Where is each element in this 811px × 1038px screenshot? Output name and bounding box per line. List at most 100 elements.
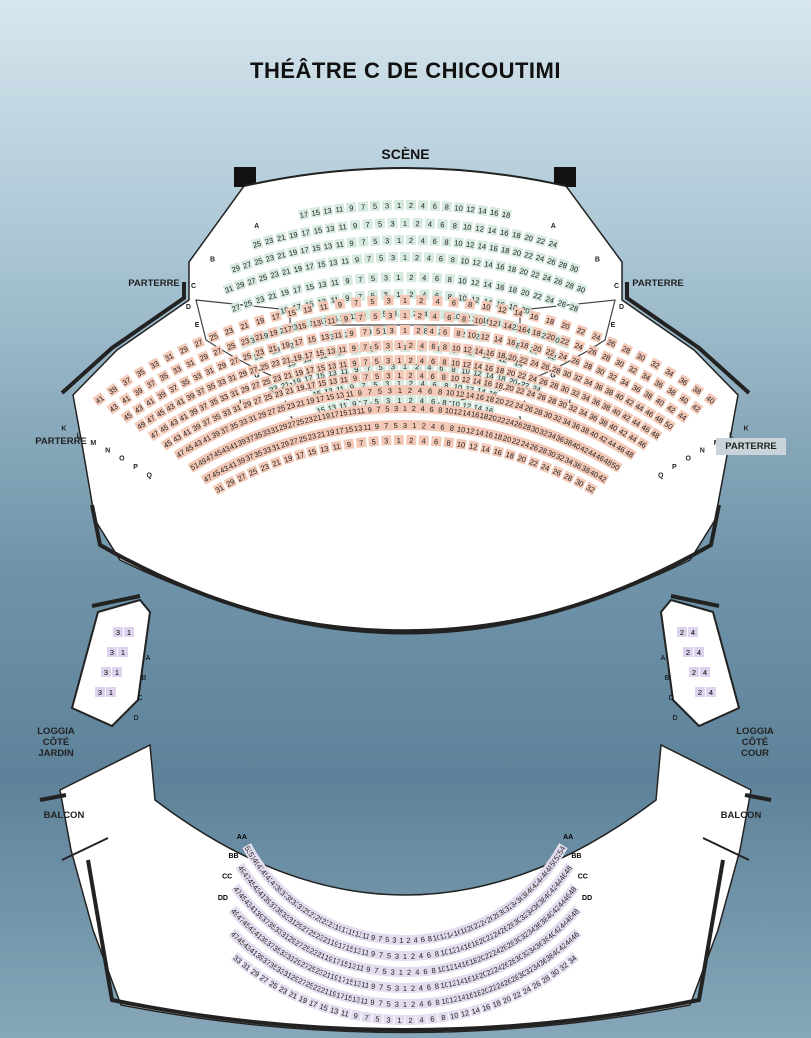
seat-parterre-back[interactable] [383, 295, 394, 306]
seat-parterre-front[interactable] [510, 228, 523, 241]
seat-parterre-front[interactable] [374, 218, 386, 229]
seat-parterre-front[interactable] [381, 235, 393, 246]
seat-parterre-front[interactable] [333, 203, 345, 215]
seat-parterre-front[interactable] [469, 276, 481, 288]
seat-parterre-back[interactable] [400, 295, 410, 305]
seat-parterre-back[interactable] [176, 342, 191, 357]
seat-parterre-back[interactable] [131, 401, 146, 416]
seat-parterre-front[interactable] [563, 278, 577, 292]
seat-parterre-front[interactable] [278, 286, 291, 299]
seat-parterre-back[interactable] [439, 326, 451, 338]
seat-parterre-front[interactable] [487, 241, 500, 254]
seat-parterre-back[interactable] [479, 330, 491, 343]
seat-parterre-back[interactable] [518, 338, 531, 351]
seat-parterre-back[interactable] [400, 310, 410, 320]
seat-parterre-front[interactable] [298, 243, 311, 256]
seat-parterre-back[interactable] [426, 325, 438, 337]
seat-parterre-front[interactable] [393, 234, 405, 246]
seat-parterre-back[interactable] [267, 326, 280, 339]
seat-parterre-back[interactable] [197, 350, 211, 364]
seat-parterre-front[interactable] [444, 273, 456, 285]
seat-parterre-front[interactable] [452, 237, 464, 249]
seat-parterre-front[interactable] [268, 268, 281, 281]
seat-parterre-front[interactable] [486, 224, 498, 236]
seat-parterre-back[interactable] [531, 342, 544, 355]
seat-parterre-back[interactable] [458, 312, 470, 325]
seat-parterre-front[interactable] [500, 208, 512, 221]
seat-parterre-back[interactable] [512, 306, 525, 319]
seat-parterre-back[interactable] [629, 381, 644, 396]
seat-parterre-front[interactable] [327, 256, 339, 268]
seat-parterre-front[interactable] [511, 246, 524, 259]
seat-parterre-back[interactable] [544, 330, 558, 343]
seat-parterre-back[interactable] [413, 325, 424, 336]
seat-parterre-back[interactable] [105, 382, 120, 397]
seat-parterre-back[interactable] [652, 376, 666, 391]
seat-parterre-front[interactable] [250, 237, 264, 250]
seat-parterre-front[interactable] [316, 278, 328, 290]
seat-parterre-front[interactable] [329, 276, 341, 288]
seat-parterre-front[interactable] [229, 261, 243, 275]
seat-parterre-front[interactable] [309, 206, 322, 218]
seat-parterre-back[interactable] [677, 392, 692, 407]
seat-parterre-front[interactable] [240, 258, 254, 271]
seat-parterre-front[interactable] [464, 238, 476, 250]
seat-parterre-back[interactable] [252, 330, 266, 343]
seat-parterre-front[interactable] [499, 243, 512, 256]
seat-parterre-back[interactable] [572, 339, 586, 353]
seat-parterre-back[interactable] [487, 316, 500, 329]
seat-parterre-back[interactable] [296, 319, 309, 332]
seat-parterre-front[interactable] [519, 286, 532, 299]
seat-parterre-front[interactable] [262, 234, 276, 247]
seat-parterre-front[interactable] [310, 241, 323, 254]
seat-parterre-back[interactable] [207, 330, 221, 344]
seat-parterre-front[interactable] [287, 228, 300, 241]
seat-parterre-front[interactable] [417, 235, 429, 246]
seat-parterre-front[interactable] [424, 218, 436, 229]
seat-parterre-front[interactable] [435, 252, 447, 264]
seat-parterre-front[interactable] [543, 292, 557, 306]
seat-parterre-back[interactable] [317, 300, 330, 313]
seat-parterre-front[interactable] [429, 235, 440, 247]
seat-parterre-back[interactable] [559, 319, 572, 332]
seat-parterre-front[interactable] [266, 289, 279, 302]
seat-parterre-front[interactable] [461, 221, 473, 233]
seat-parterre-back[interactable] [626, 362, 640, 377]
seat-parterre-back[interactable] [569, 354, 583, 368]
seat-parterre-front[interactable] [291, 283, 304, 296]
seat-parterre-back[interactable] [224, 339, 238, 353]
seat-parterre-back[interactable] [350, 296, 362, 308]
seat-parterre-back[interactable] [370, 310, 381, 322]
seat-parterre-front[interactable] [241, 296, 255, 310]
seat-parterre-back[interactable] [385, 310, 396, 321]
seat-parterre-front[interactable] [506, 283, 519, 296]
seat-parterre-back[interactable] [599, 350, 613, 364]
seat-parterre-back[interactable] [556, 349, 570, 363]
seat-parterre-back[interactable] [544, 345, 557, 359]
seat-parterre-back[interactable] [480, 300, 493, 313]
seat-parterre-back[interactable] [285, 306, 298, 319]
seat-parterre-back[interactable] [222, 324, 236, 338]
seat-parterre-back[interactable] [641, 387, 656, 402]
seat-parterre-front[interactable] [400, 342, 410, 352]
seat-parterre-back[interactable] [372, 325, 384, 337]
seat-parterre-back[interactable] [689, 400, 704, 415]
seat-parterre-front[interactable] [286, 246, 299, 259]
seat-parterre-back[interactable] [593, 364, 608, 378]
seat-parterre-back[interactable] [92, 392, 107, 407]
seat-parterre-back[interactable] [443, 311, 455, 323]
seat-parterre-front[interactable] [416, 395, 428, 406]
seat-parterre-back[interactable] [156, 369, 171, 384]
seat-parterre-front[interactable] [412, 218, 423, 229]
seat-parterre-back[interactable] [134, 418, 149, 432]
seat-parterre-front[interactable] [369, 200, 381, 212]
seat-parterre-front[interactable] [394, 394, 405, 406]
seat-parterre-front[interactable] [233, 278, 247, 292]
seat-parterre-front[interactable] [423, 252, 435, 263]
seat-parterre-back[interactable] [496, 303, 509, 316]
seat-parterre-front[interactable] [337, 221, 349, 233]
seat-parterre-back[interactable] [144, 376, 158, 391]
seat-parterre-back[interactable] [453, 327, 465, 339]
seat-parterre-front[interactable] [253, 292, 267, 306]
seat-parterre-front[interactable] [349, 219, 361, 231]
